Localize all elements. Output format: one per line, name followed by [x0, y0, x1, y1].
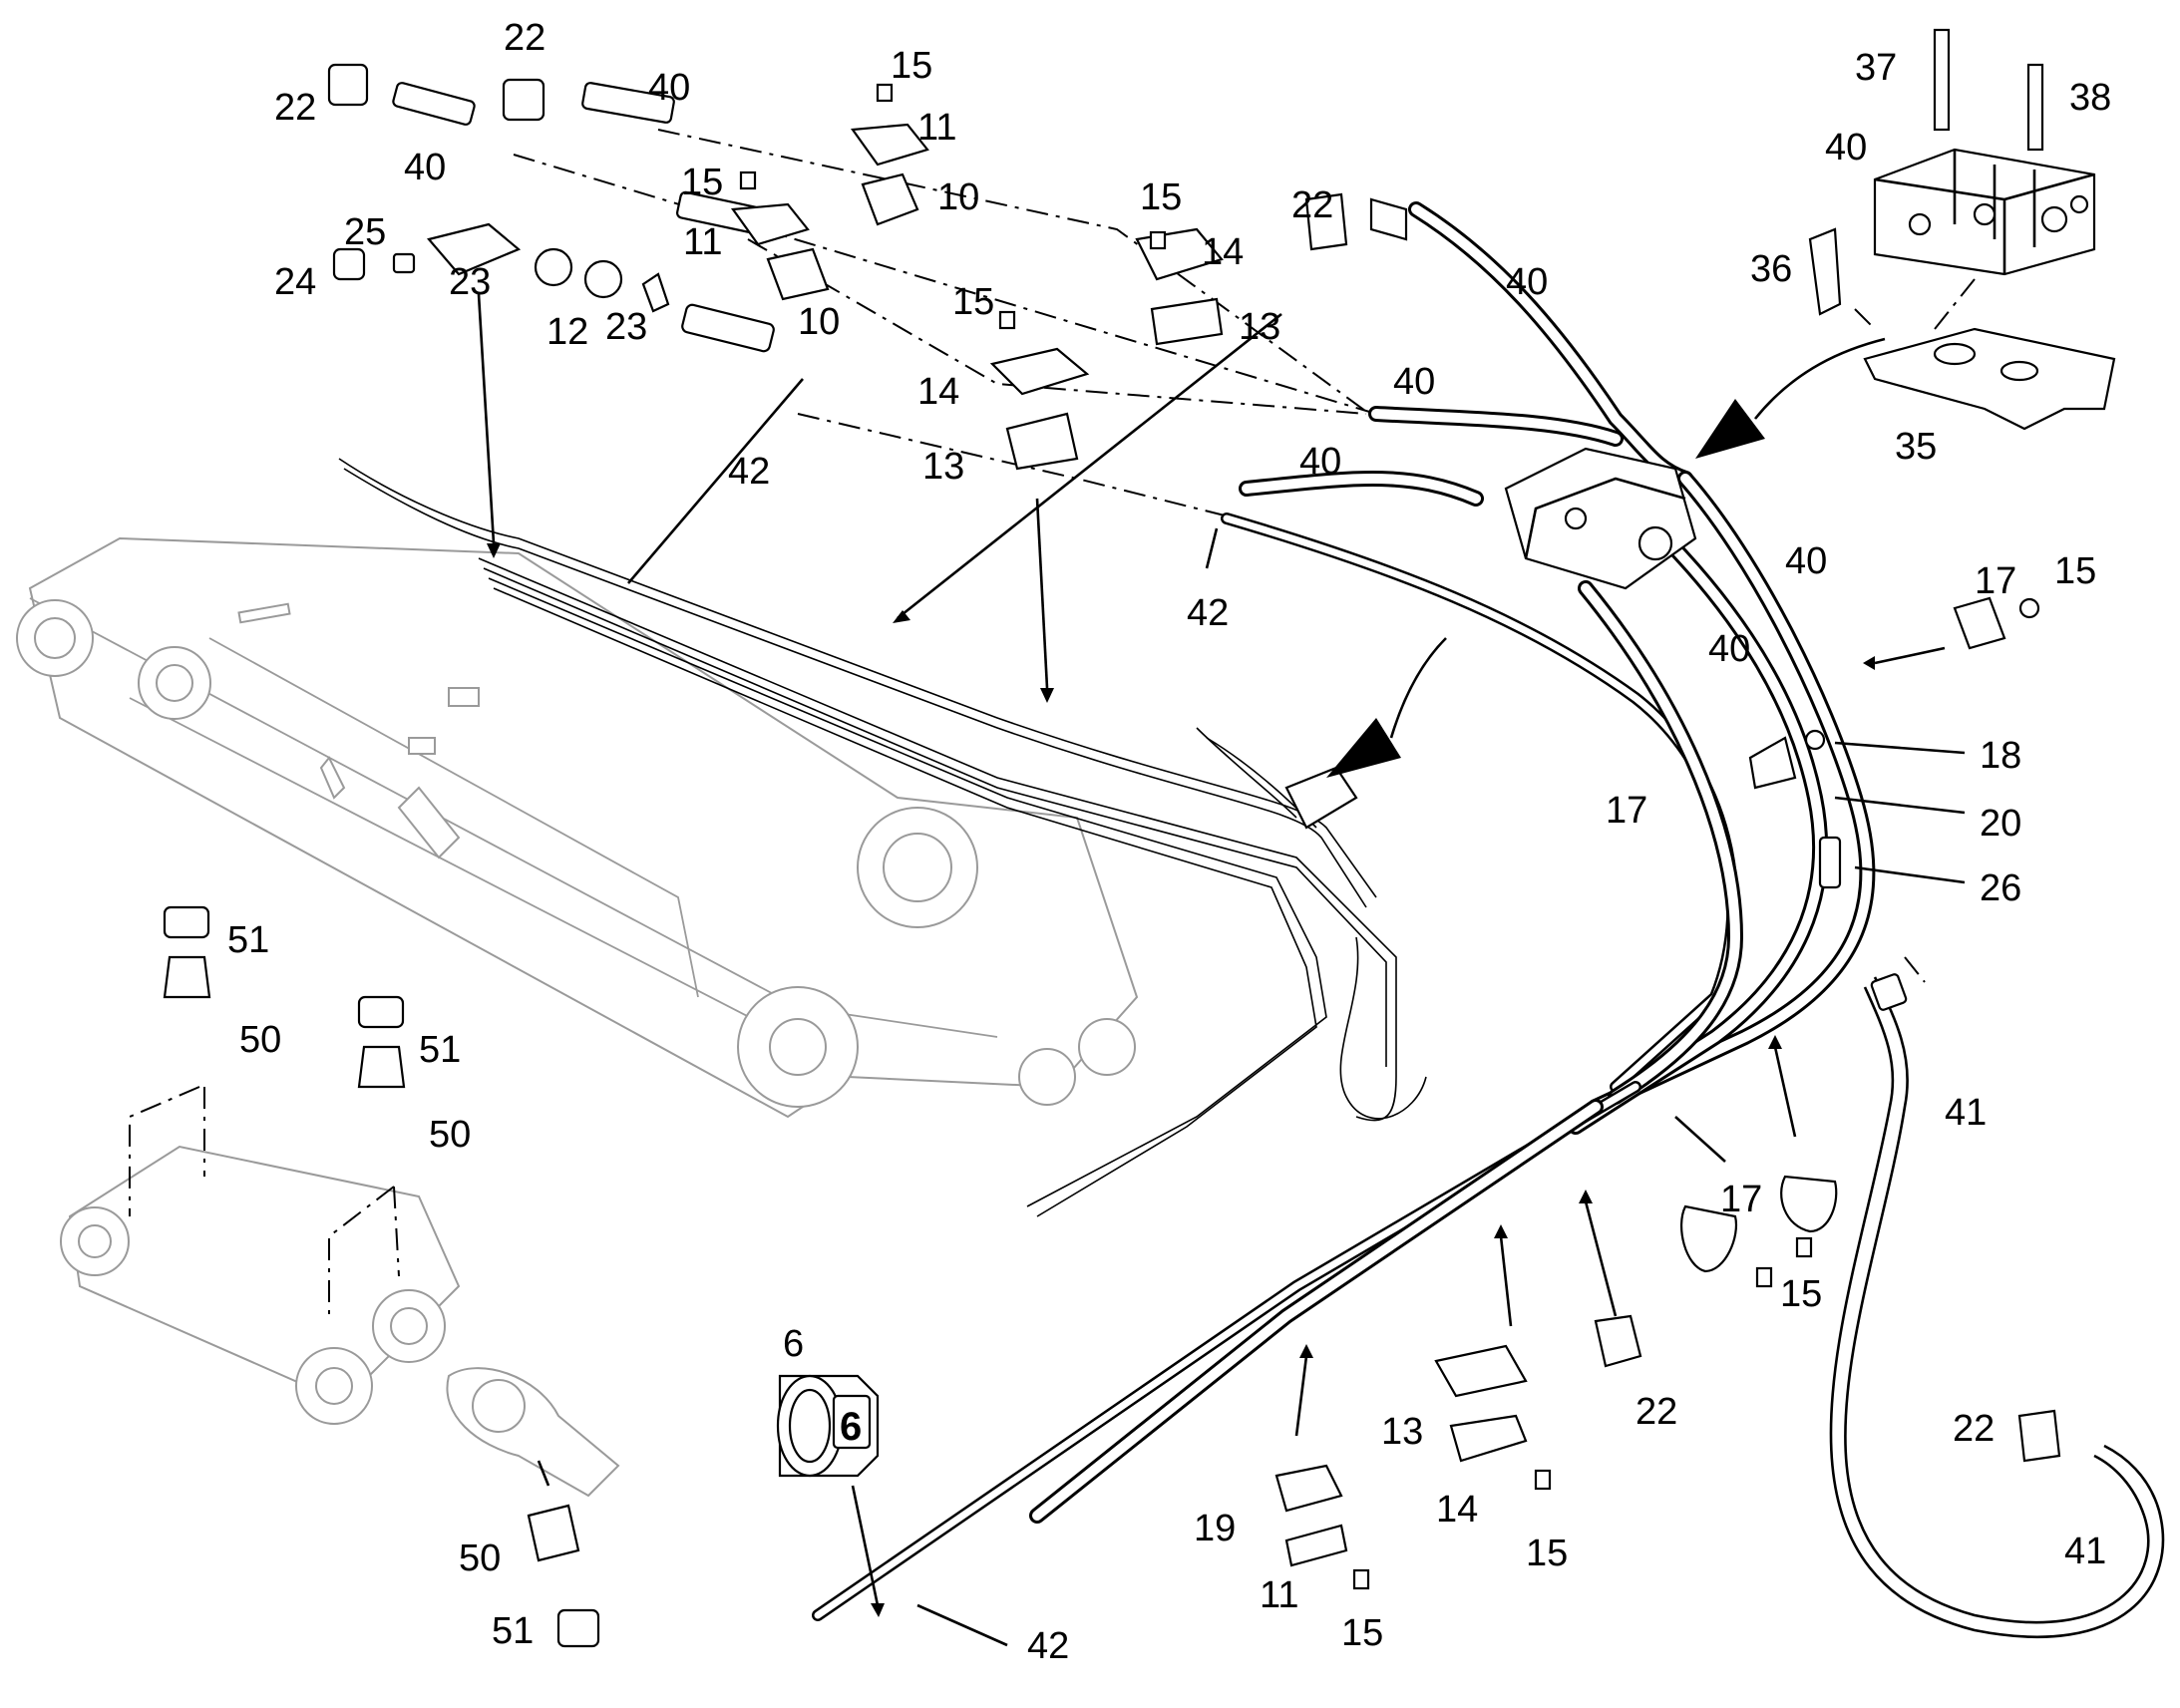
callout-40: 40 [1708, 628, 1750, 670]
callout-42: 42 [728, 451, 770, 493]
large-arrows [1326, 337, 1886, 778]
callout-14: 14 [917, 371, 959, 413]
callout-22: 22 [1635, 1391, 1677, 1433]
leader-arrows [477, 293, 1966, 1647]
callout-23: 23 [605, 306, 647, 348]
callout-25: 25 [344, 211, 386, 253]
callout-26: 26 [1980, 867, 2021, 909]
callout-18: 18 [1980, 735, 2021, 777]
callout-6: 6 [783, 1323, 804, 1365]
callout-37: 37 [1855, 47, 1897, 89]
callout-13: 13 [1381, 1411, 1423, 1453]
callout-35: 35 [1895, 426, 1937, 468]
tag-ring-6: 6 [776, 1374, 880, 1478]
callout-13: 13 [1239, 306, 1280, 348]
callout-15: 15 [891, 45, 932, 87]
callout-40: 40 [1785, 540, 1827, 582]
callout-15: 15 [1780, 1273, 1822, 1315]
callout-24: 24 [274, 261, 316, 303]
callout-15: 15 [1526, 1533, 1568, 1574]
callout-17: 17 [1606, 790, 1647, 832]
callout-11: 11 [917, 107, 956, 149]
callout-15: 15 [1140, 176, 1182, 218]
callout-38: 38 [2069, 77, 2111, 119]
hose-runs [812, 201, 2165, 1639]
callout-17: 17 [1720, 1179, 1762, 1220]
callout-22: 22 [1291, 184, 1333, 226]
callout-labels: 22 40 22 40 15 11 10 15 11 10 15 14 13 1… [227, 17, 2111, 1667]
callout-40: 40 [404, 147, 446, 188]
callout-11: 11 [1260, 1574, 1298, 1616]
callout-50: 50 [429, 1114, 471, 1156]
callout-36: 36 [1750, 248, 1792, 290]
callout-40: 40 [1825, 127, 1867, 169]
callout-17: 17 [1975, 560, 2016, 602]
callout-15: 15 [1341, 1612, 1383, 1654]
tube-bundle [338, 458, 1427, 1217]
callout-14: 14 [1436, 1489, 1478, 1531]
callout-13: 13 [922, 446, 964, 488]
callout-40: 40 [648, 67, 690, 109]
callout-22: 22 [1953, 1408, 1995, 1450]
callout-22: 22 [504, 17, 545, 59]
right-small-parts [1274, 596, 2061, 1590]
distributor-block [1284, 447, 1697, 830]
callout-15: 15 [681, 162, 723, 203]
callout-50: 50 [239, 1019, 281, 1061]
plate-and-distributor [1808, 28, 2116, 431]
callout-19: 19 [1194, 1508, 1236, 1549]
callout-14: 14 [1202, 231, 1244, 273]
callout-10: 10 [798, 301, 840, 343]
callout-42: 42 [1187, 592, 1229, 634]
callout-15: 15 [2054, 550, 2096, 592]
callout-41: 41 [1945, 1092, 1987, 1134]
callout-41: 41 [2064, 1531, 2106, 1572]
callout-51: 51 [227, 919, 269, 961]
callout-15: 15 [952, 281, 994, 323]
linkage-outline [60, 1145, 620, 1498]
callout-42: 42 [1027, 1625, 1069, 1667]
callout-12: 12 [546, 311, 588, 353]
grease-parts [163, 905, 600, 1648]
callout-40: 40 [1506, 261, 1548, 303]
callout-50: 50 [459, 1537, 501, 1579]
callout-51: 51 [492, 1610, 534, 1652]
callout-40: 40 [1299, 441, 1341, 483]
top-fittings [327, 63, 1408, 471]
callout-10: 10 [937, 176, 979, 218]
callout-23: 23 [449, 261, 491, 303]
callout-40: 40 [1393, 361, 1435, 403]
callout-11: 11 [683, 221, 722, 263]
tag-ring-label: 6 [840, 1405, 862, 1449]
boom-outline [16, 536, 1139, 1119]
callout-20: 20 [1980, 803, 2021, 845]
callout-22: 22 [274, 87, 316, 129]
callout-51: 51 [419, 1029, 461, 1071]
